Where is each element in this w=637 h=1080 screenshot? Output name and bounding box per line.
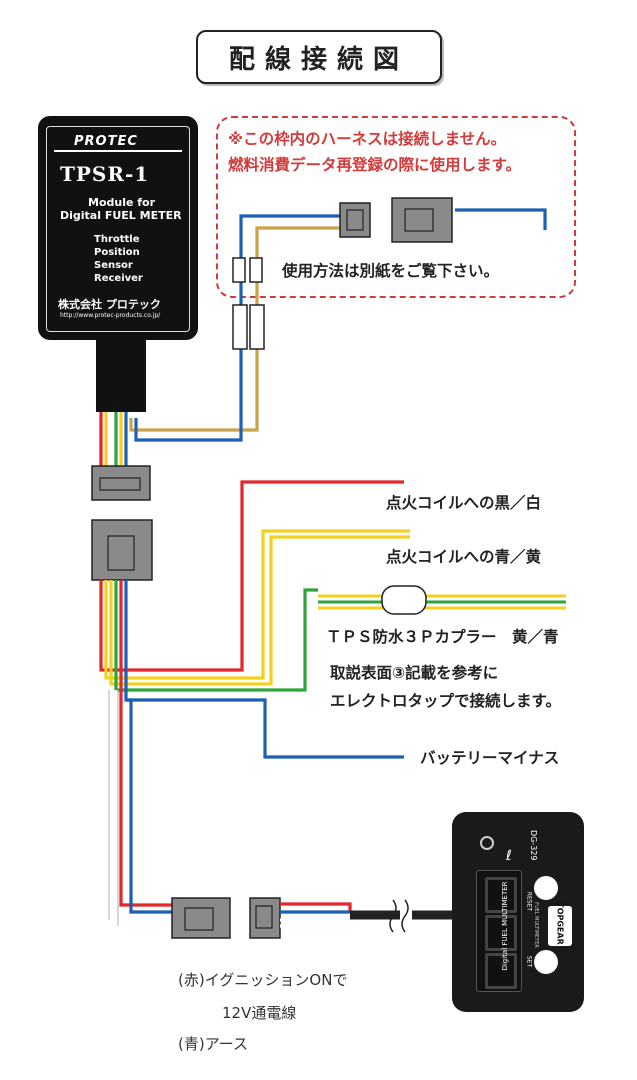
reset-button[interactable] — [534, 876, 558, 900]
digit-1 — [485, 877, 517, 913]
module-desc-2: Digital FUEL METER — [60, 209, 182, 222]
tps-coupler-lines — [318, 594, 566, 610]
label-red-ignition: (赤)イグニッションONで — [178, 971, 348, 989]
meter-led-icon — [480, 836, 494, 850]
tpsr-module: PROTEC TPSR-1 Module for Digital FUEL ME… — [38, 116, 198, 340]
label-tps-coupler: ＴＰＳ防水３Ｐカプラー 黄／青 — [326, 628, 559, 646]
module-cable-boot — [96, 338, 146, 412]
meter-connectors — [171, 897, 456, 939]
module-maker: 株式会社 プロテック — [58, 298, 161, 311]
meter-unit-icon: ℓ — [506, 848, 512, 864]
module-model: TPSR-1 — [60, 162, 150, 186]
label-manual-ref: 取説表面③記載を参考に — [330, 664, 499, 682]
label-red-12v: 12V通電線 — [222, 1004, 297, 1022]
label-blue-ground: (青)アース — [178, 1035, 249, 1053]
unused-harness-frame — [216, 116, 576, 298]
module-url: http://www.protec-products.co.jp/ — [60, 312, 161, 319]
usage-note: 使用方法は別紙をご覧下さい。 — [282, 262, 500, 280]
module-desc-1: Module for — [88, 196, 156, 209]
module-desc-3: Throttle — [94, 234, 140, 245]
meter-name: Digital FUEL MULTIMETER — [501, 881, 509, 971]
label-ignition-black-white: 点火コイルへの黒／白 — [386, 494, 542, 512]
diagram-title: 配線接続図 — [196, 30, 442, 84]
label-ignition-blue-yellow: 点火コイルへの青／黄 — [386, 548, 542, 566]
module-desc-4: Position — [94, 247, 140, 258]
lower-wires — [99, 480, 410, 926]
meter-display — [476, 870, 522, 992]
brand-underline — [54, 150, 182, 152]
reset-label: RESET — [525, 891, 533, 912]
module-desc-6: Receiver — [94, 273, 143, 284]
module-brand: PROTEC — [74, 134, 138, 149]
meter-model: DG-329 — [529, 830, 538, 861]
set-button[interactable] — [534, 950, 558, 974]
label-electro-tap: エレクトロタップで接続します。 — [330, 692, 561, 710]
set-label: SET — [525, 955, 533, 968]
side-connectors — [232, 197, 453, 350]
meter-brand: TOPGEAR — [555, 902, 565, 945]
module-desc-5: Sensor — [94, 260, 133, 271]
white-wire-outline — [108, 690, 119, 926]
digit-2 — [485, 915, 517, 951]
tps-coupler — [381, 585, 427, 615]
label-battery-negative: バッテリーマイナス — [420, 749, 560, 767]
module-label-frame — [46, 126, 190, 332]
note-line-1: ※この枠内のハーネスは接続しません。 — [228, 130, 507, 148]
meter-brand-plate — [548, 906, 572, 946]
main-connector-pair — [91, 465, 153, 581]
module-wires — [99, 410, 128, 470]
note-line-2: 燃料消費データ再登録の際に使用します。 — [228, 156, 521, 174]
digit-3 — [485, 953, 517, 989]
fuel-meter-unit: DG-329 ℓ Digital FUEL MULTIMETER FUEL MU… — [452, 812, 584, 1012]
